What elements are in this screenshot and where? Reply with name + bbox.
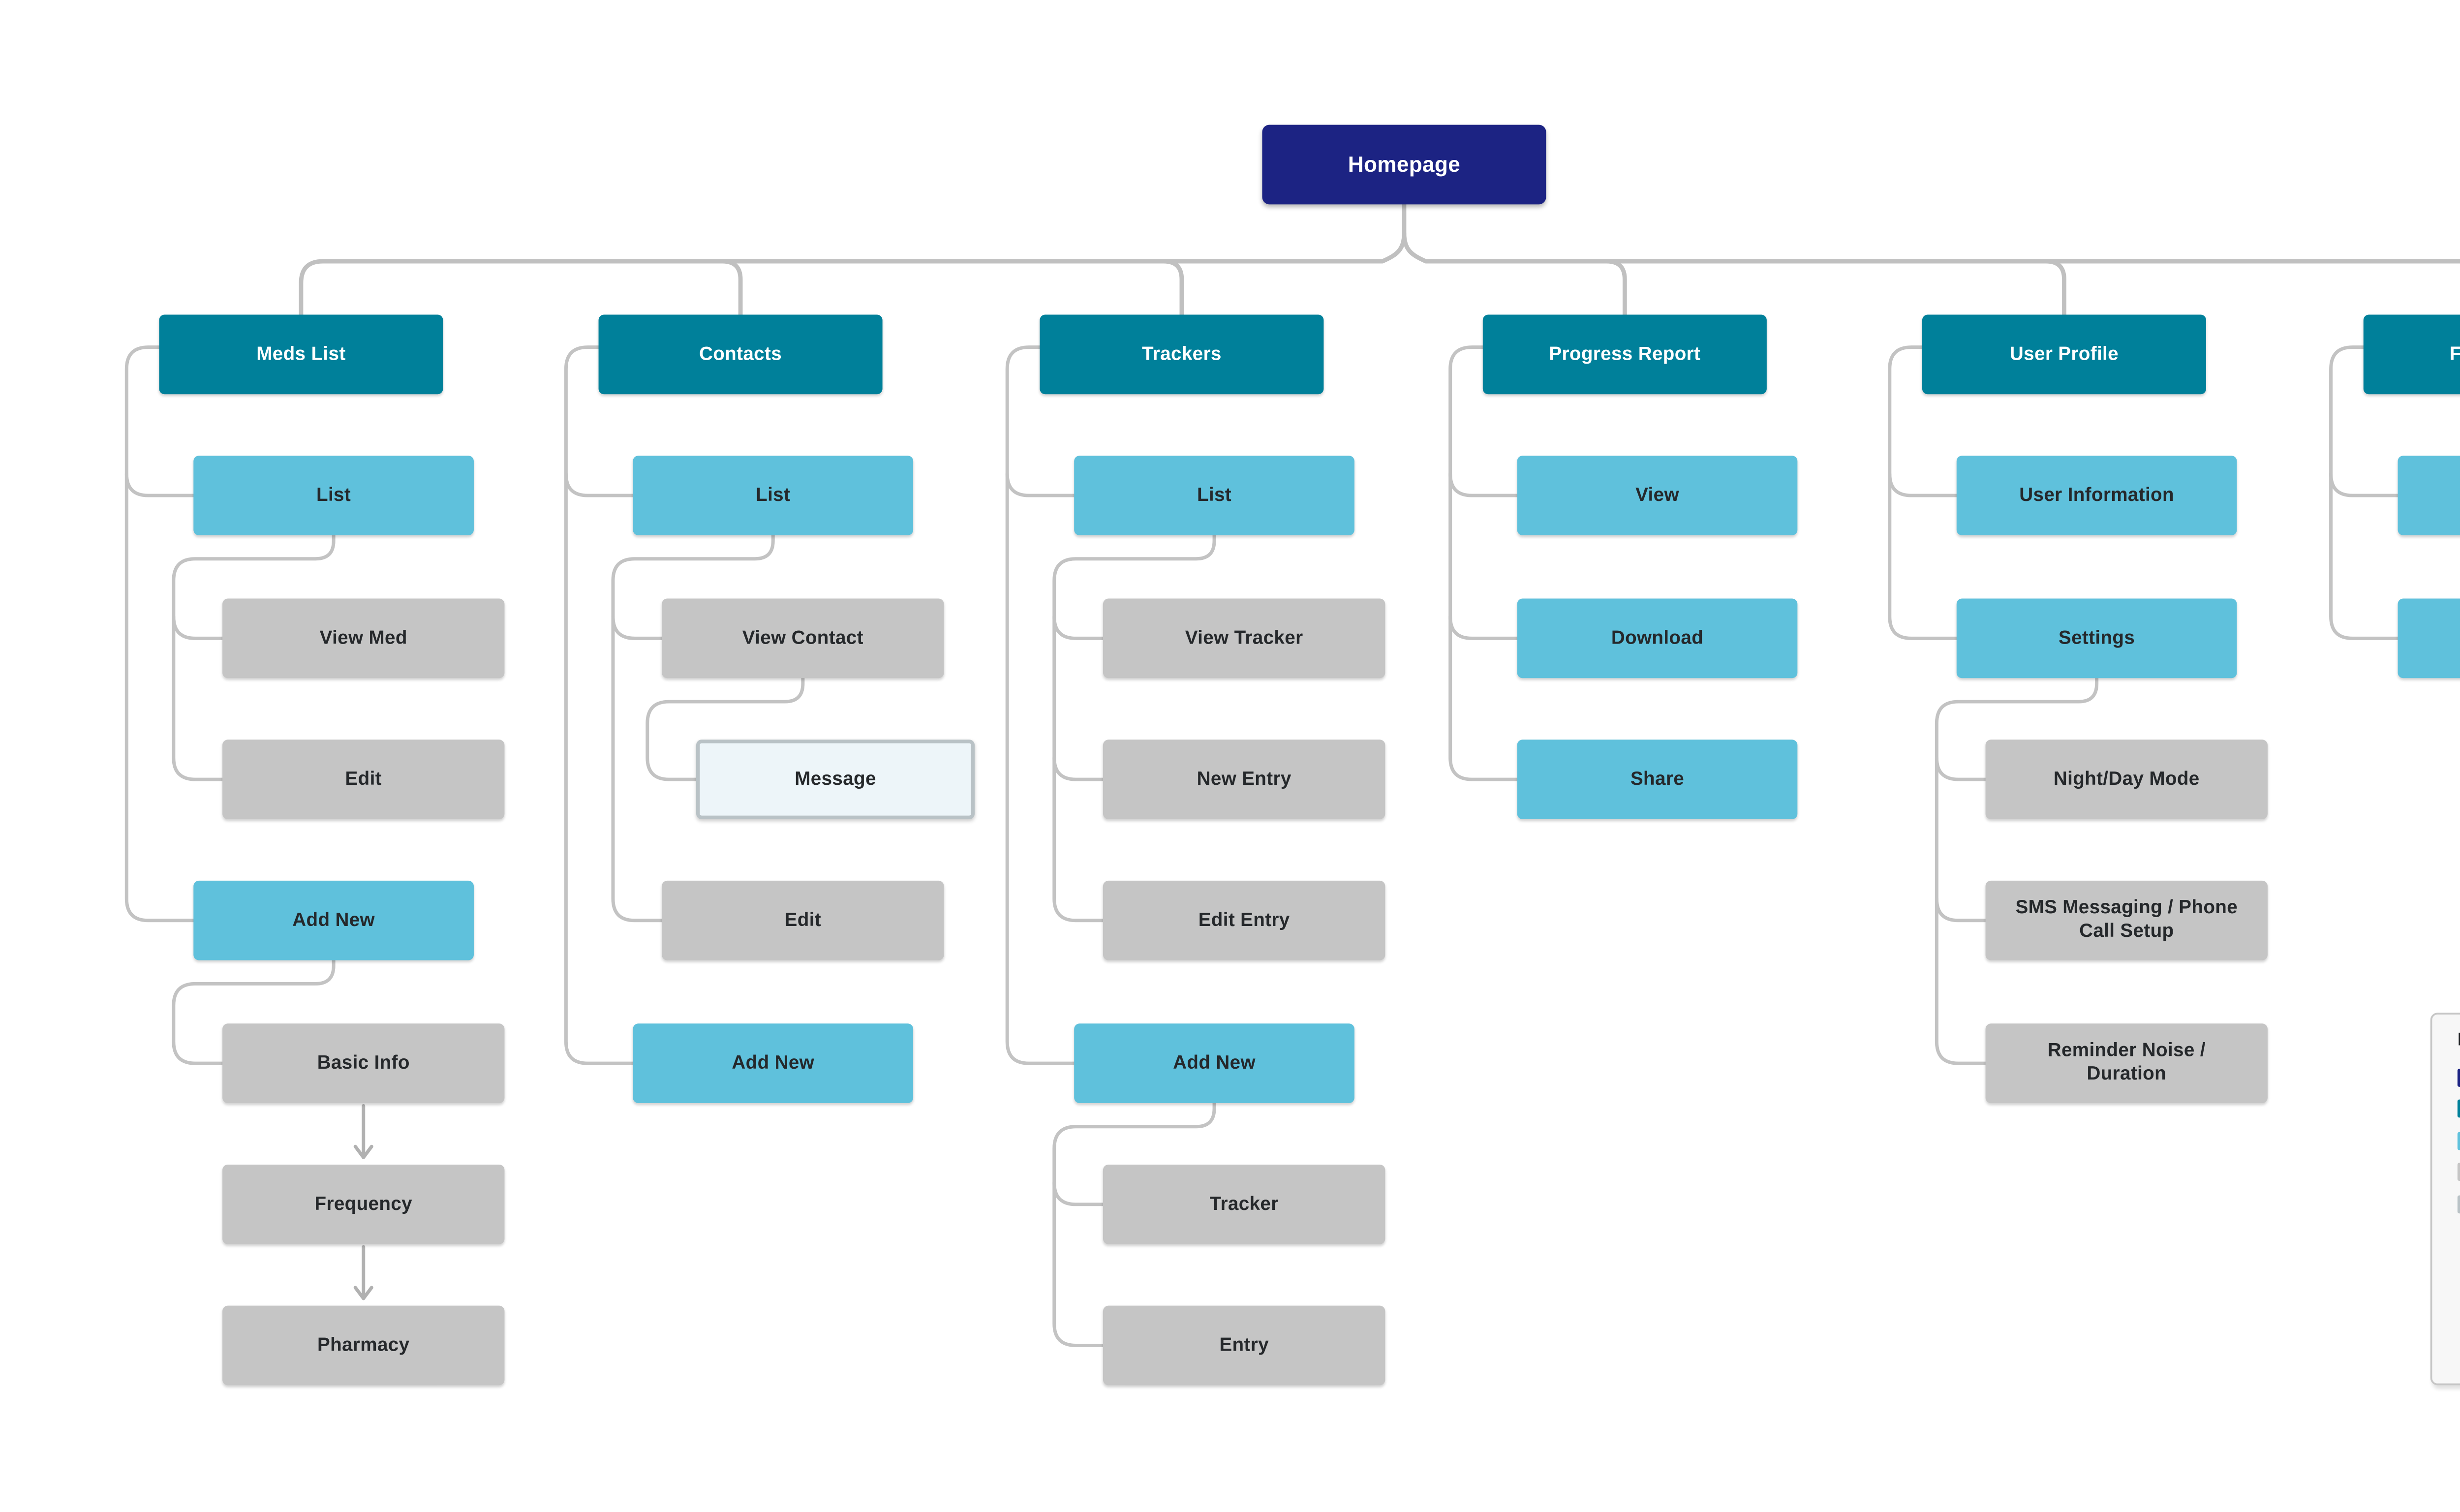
node-user-information: User Information [1956,456,2237,535]
node-settings: Settings [1956,598,2237,679]
rail-trackers-2-branch-0 [1005,472,1076,497]
spine-left [299,202,1407,317]
sequential-arrow-icon [2458,1308,2460,1357]
node-frequency: Frequency [222,1164,505,1244]
node-add-new: Add New [193,880,474,960]
sequential-arrow-frequency-head [353,1144,373,1159]
spine-right [1402,231,2460,264]
legend-row-tier-4: Tier 4 [2457,1156,2460,1188]
node-meds-list: Meds List [159,314,443,395]
rail-progress-report-2-branch-1 [1448,615,1519,640]
legend-row-tier-5: Tier 5 [2457,1188,2460,1220]
legend-row-tier-1: Tier 1 [2457,1061,2460,1093]
legend-title: Key [2458,1031,2460,1050]
node-message: Message [696,740,975,819]
node-contacts: Contacts [598,314,883,395]
node-edit: Edit [662,880,944,960]
hierarchical-line-icon [2458,1239,2460,1288]
spine-drop-2 [1161,259,1184,317]
rail-footer-more-2 [2329,345,2400,640]
rail-user-profile-3-branch-1 [1935,897,1988,923]
rail-trackers-2 [1005,345,1076,1065]
node-reminder-noise-duration: Reminder Noise / Duration [1985,1023,2268,1103]
node-share: Share [1517,740,1798,819]
tier-2-swatch [2457,1100,2460,1118]
rail-meds-list-2-branch-0 [124,472,195,497]
rail-user-profile-3 [1935,676,2099,1065]
rail-progress-report-2 [1448,345,1519,781]
node-about-us: About Us [2398,456,2460,535]
node-edit: Edit [222,740,505,819]
node-homepage: Homepage [1262,124,1546,205]
rail-trackers-3-branch-0 [1052,615,1105,640]
node-view-tracker: View Tracker [1103,598,1385,679]
rail-user-profile-2-branch-0 [1888,472,1959,497]
sequential-arrow-pharmacy-head [353,1286,373,1300]
node-list: List [193,456,474,535]
rail-progress-report-2-branch-0 [1448,472,1519,497]
node-download: Download [1517,598,1798,679]
rail-meds-list-3 [172,958,336,1065]
rail-meds-list-3 [172,533,336,781]
rail-meds-list-3-branch-0 [172,615,224,640]
rail-contacts-2 [564,345,635,1065]
node-user-profile: User Profile [1922,314,2206,395]
node-progress-report: Progress Report [1482,314,1767,395]
rail-contacts-3 [611,533,775,923]
rail-trackers-3 [1052,533,1216,923]
node-pharmacy: Pharmacy [222,1305,505,1386]
node-contact: Contact [2398,598,2460,679]
rail-user-profile-3-branch-0 [1935,756,1988,781]
rail-user-profile-2 [1888,345,1959,640]
tier-5-swatch [2457,1195,2460,1213]
rail-trackers-3-branch-0 [1052,1181,1105,1206]
tier-1-swatch [2457,1068,2460,1086]
node-entry: Entry [1103,1305,1385,1386]
node-sms-messaging-phone-call-setup: SMS Messaging / Phone Call Setup [1985,880,2268,960]
node-view-med: View Med [222,598,505,679]
rail-trackers-3-branch-1 [1052,756,1105,781]
legend-tier-rows: Tier 1Tier 2Tier 3Tier 4Tier 5 [2457,1061,2460,1220]
node-tracker: Tracker [1103,1164,1385,1244]
spine-drop-1 [720,259,743,317]
legend-sequential-entry: Sequential Structure No change in Tier [2458,1305,2460,1358]
node-view: View [1517,456,1798,535]
tier-4-swatch [2457,1163,2460,1181]
rail-trackers-3 [1052,1101,1216,1347]
tier-3-swatch [2457,1131,2460,1150]
node-night-day-mode: Night/Day Mode [1985,740,2268,819]
node-list: List [633,456,914,535]
node-basic-info: Basic Info [222,1023,505,1103]
node-add-new: Add New [633,1023,914,1103]
node-view-contact: View Contact [662,598,944,679]
rail-contacts-3-branch-0 [611,615,664,640]
rail-footer-more-2-branch-0 [2329,472,2400,497]
rail-contacts-4 [646,676,805,781]
legend-panel: Key Tier 1Tier 2Tier 3Tier 4Tier 5 Hiera… [2430,1013,2460,1386]
spine-drop-3 [1604,259,1627,317]
rail-contacts-2-branch-0 [564,472,635,497]
legend-row-tier-3: Tier 3 [2457,1125,2460,1156]
node-list: List [1074,456,1354,535]
node-new-entry: New Entry [1103,740,1385,819]
legend-hierarchical-entry: Hierarchical Structure Change in tier [2458,1236,2460,1289]
node-trackers: Trackers [1040,314,1324,395]
rail-meds-list-2 [124,345,195,923]
node-add-new: Add New [1074,1023,1354,1103]
spine-drop-4 [2044,259,2066,317]
node-footer-more: Footer/More [2363,314,2460,395]
legend-row-tier-2: Tier 2 [2457,1093,2460,1125]
node-edit-entry: Edit Entry [1103,880,1385,960]
